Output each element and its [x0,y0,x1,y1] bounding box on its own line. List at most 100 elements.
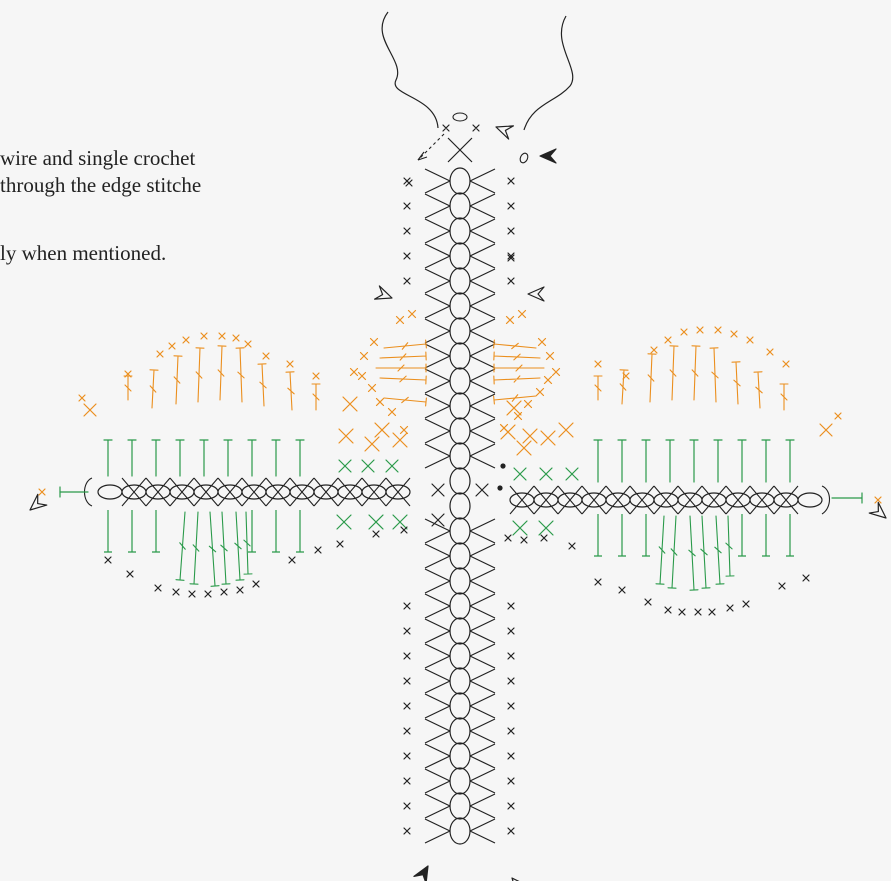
half-double-crochet-symbol [103,439,113,477]
single-crochet-symbol [469,818,496,844]
single-crochet-symbol [405,179,413,187]
single-crochet-symbol [399,425,409,435]
start-arrow-icon [373,285,393,300]
single-crochet-symbol [545,351,555,361]
single-crochet-symbol [653,485,679,515]
single-crochet-symbol [535,387,545,397]
single-crochet-symbol [361,459,375,473]
single-crochet-symbol [193,477,219,507]
single-crochet-symbol [403,227,411,235]
single-crochet-symbol [252,580,260,588]
single-crochet-symbol [469,718,496,744]
single-crochet-symbol [336,514,352,530]
chain-stitch-symbol [449,667,471,695]
single-crochet-symbol [424,593,451,619]
single-crochet-symbol [220,588,228,596]
chain-stitch-symbol [449,317,471,345]
chain-stitch-symbol [449,817,471,845]
single-crochet-symbol [507,252,515,260]
double-crochet-symbol [189,511,200,585]
single-crochet-symbol [568,542,576,550]
single-crochet-symbol [507,802,515,810]
direction-arrow-icon [417,151,428,161]
single-crochet-symbol [730,330,738,338]
chain-stitch-symbol [449,242,471,270]
single-crochet-symbol [520,536,528,544]
chain-stitch-symbol [385,484,411,500]
instruction-text: wire and single crochet through the edge… [0,145,201,199]
double-crochet-symbol [667,515,678,589]
half-double-crochet-symbol [248,510,256,553]
single-crochet-symbol [336,540,344,548]
half-double-crochet-symbol [104,510,112,553]
single-crochet-symbol [469,568,496,594]
single-crochet-symbol [512,520,528,536]
direction-dashed-line [417,133,445,161]
double-crochet-symbol [123,375,133,401]
single-crochet-symbol [447,137,473,163]
slip-stitch-dot [500,463,506,469]
single-crochet-symbol [368,514,384,530]
single-crochet-symbol [650,346,658,354]
chain-stitch-symbol [449,217,471,245]
single-crochet-symbol [169,477,195,507]
double-crochet-symbol [149,369,159,409]
single-crochet-symbol [83,403,97,417]
single-crochet-symbol [517,309,527,319]
single-crochet-symbol [78,394,86,402]
single-crochet-symbol [392,432,408,448]
single-crochet-symbol [154,584,162,592]
single-crochet-symbol [424,243,451,269]
single-crochet-symbol [507,752,515,760]
double-crochet-symbol [220,511,231,585]
single-crochet-symbol [558,422,574,438]
single-crochet-symbol [424,693,451,719]
chain-end-curve [821,485,831,515]
single-crochet-symbol [265,477,291,507]
single-crochet-symbol [200,332,208,340]
single-crochet-symbol [403,827,411,835]
single-crochet-symbol [694,608,702,616]
single-crochet-symbol [507,627,515,635]
half-double-crochet-symbol [152,510,160,553]
single-crochet-symbol [472,124,480,132]
single-crochet-symbol [357,371,367,381]
double-crochet-symbol [383,339,427,350]
single-crochet-symbol [513,467,527,481]
half-double-crochet-symbol [127,439,137,477]
single-crochet-symbol [469,193,496,219]
single-crochet-symbol [469,668,496,694]
single-crochet-symbol [469,168,496,194]
half-double-crochet-symbol [641,439,651,483]
single-crochet-symbol [424,568,451,594]
single-crochet-symbol [701,485,727,515]
double-crochet-symbol [691,345,701,401]
single-crochet-symbol [507,202,515,210]
single-crochet-symbol [469,368,496,394]
single-crochet-symbol [773,485,799,515]
single-crochet-symbol [469,643,496,669]
double-crochet-symbol [725,515,735,577]
chain-stitch-symbol [449,442,471,470]
single-crochet-symbol [469,543,496,569]
single-crochet-symbol [337,477,363,507]
single-crochet-symbol [314,546,322,554]
single-crochet-symbol [523,399,533,409]
single-crochet-symbol [538,520,554,536]
single-crochet-symbol [369,337,379,347]
double-crochet-symbol [493,375,541,385]
double-crochet-symbol [235,347,245,403]
single-crochet-symbol [338,459,352,473]
chain-stitch-symbol [449,567,471,595]
start-arrow-icon [29,493,48,511]
single-crochet-symbol [241,477,267,507]
single-crochet-symbol [342,396,358,412]
single-crochet-symbol [124,370,132,378]
single-crochet-symbol [540,430,556,446]
single-crochet-symbol [726,604,734,612]
single-crochet-symbol [385,477,411,507]
instruction-line-2: through the edge stitche [0,173,202,197]
instruction-note: ly when mentioned. [0,240,166,267]
